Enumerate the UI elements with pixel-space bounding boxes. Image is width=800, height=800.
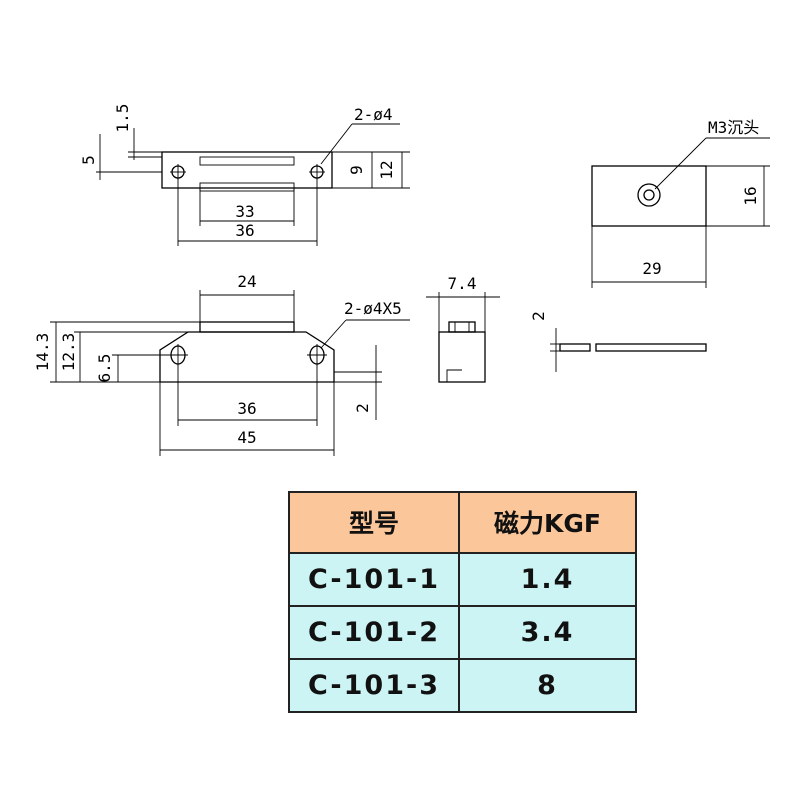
dim-36-top: 36	[235, 221, 254, 240]
header-model: 型号	[288, 491, 460, 554]
dim-2-front: 2	[353, 403, 372, 413]
cell-force: 1.4	[458, 551, 637, 607]
dim-1-5: 1.5	[113, 104, 132, 133]
front-view: 24 2-ø4X5 14.3 12.3 6.5 2 36 45	[33, 272, 410, 456]
front-view-magnet	[199, 321, 295, 333]
dim-2-dia4: 2-ø4	[354, 105, 393, 124]
plate-side-long	[595, 343, 707, 352]
table-row: C-101-1 1.4	[288, 551, 637, 607]
side-view-magnet	[448, 321, 476, 333]
cell-model: C-101-3	[288, 657, 460, 714]
top-view-body	[161, 151, 333, 189]
plate-side-view: 2	[529, 311, 707, 372]
cell-force: 8	[458, 657, 637, 714]
dim-45: 45	[237, 428, 256, 447]
header-force: 磁力KGF	[458, 491, 637, 554]
dim-7-4: 7.4	[448, 274, 477, 293]
table-row: C-101-2 3.4	[288, 604, 637, 660]
spec-table: 型号 磁力KGF C-101-1 1.4 C-101-2 3.4 C-101-3…	[288, 491, 637, 714]
dim-12-3: 12.3	[59, 333, 78, 372]
dim-12: 12	[377, 160, 396, 179]
dim-6-5: 6.5	[95, 354, 114, 383]
top-view-slot-lower	[199, 182, 295, 192]
dim-33: 33	[235, 202, 254, 221]
front-view-body	[159, 331, 335, 383]
cell-model: C-101-1	[288, 551, 460, 607]
side-view: 7.4	[426, 274, 500, 383]
table-header-row: 型号 磁力KGF	[288, 491, 637, 554]
dim-2-plate: 2	[529, 311, 548, 321]
plate-countersink-outer	[637, 183, 661, 207]
side-view-notch	[446, 369, 462, 382]
dim-5: 5	[79, 155, 98, 165]
plate-view: M3沉头 16 29	[591, 118, 770, 288]
plate-side-short	[559, 343, 591, 352]
dim-2-dia4x5: 2-ø4X5	[344, 299, 402, 318]
plate-body	[591, 165, 707, 227]
plate-hole	[643, 189, 655, 201]
dim-36-front: 36	[237, 399, 256, 418]
top-view: 1.5 5 2-ø4 9 12 33 36	[79, 104, 410, 246]
side-view-body	[438, 331, 486, 383]
dim-m3-countersunk: M3沉头	[708, 118, 759, 137]
dim-24: 24	[237, 272, 256, 291]
top-view-slot-upper	[199, 156, 295, 166]
dim-9: 9	[347, 165, 366, 175]
dim-29: 29	[642, 259, 661, 278]
table-row: C-101-3 8	[288, 657, 637, 714]
dim-16: 16	[741, 186, 760, 205]
dim-14-3: 14.3	[33, 333, 52, 372]
cell-model: C-101-2	[288, 604, 460, 660]
cell-force: 3.4	[458, 604, 637, 660]
